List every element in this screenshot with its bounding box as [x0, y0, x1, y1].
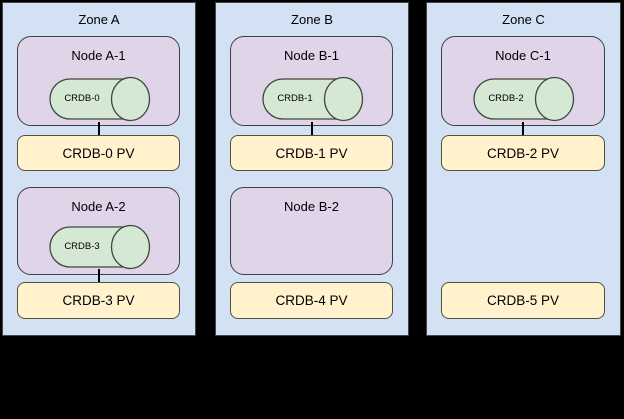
connector-line: [311, 122, 313, 136]
db-label: CRDB-2: [488, 93, 524, 104]
database-cylinder-icon: CRDB-2: [470, 76, 576, 122]
cylinder-shape: [473, 76, 575, 122]
zone-b: Zone B Node B-1 CRDB-1 CRDB-1 PV Node B-…: [215, 2, 409, 336]
connector-line: [522, 122, 524, 136]
node-label: Node A-2: [71, 199, 126, 214]
pv-crdb-4: CRDB-4 PV: [230, 282, 393, 319]
connector-line: [98, 269, 100, 283]
zone-title: Zone A: [78, 12, 120, 27]
pv-crdb-0: CRDB-0 PV: [17, 135, 180, 171]
connector-line: [98, 122, 100, 136]
node-label: Node B-2: [284, 199, 339, 214]
db-label: CRDB-3: [64, 241, 100, 252]
pv-crdb-5: CRDB-5 PV: [441, 282, 605, 319]
pv-label: CRDB-4 PV: [275, 293, 348, 308]
pv-crdb-3: CRDB-3 PV: [17, 282, 180, 319]
pv-label: CRDB-5 PV: [486, 293, 559, 308]
zone-a: Zone A Node A-1 CRDB-0 CRDB-0 PV Node A-…: [2, 2, 196, 336]
zone-title: Zone C: [502, 12, 545, 27]
database-cylinder-icon: CRDB-1: [259, 76, 365, 122]
node-label: Node A-1: [71, 48, 126, 63]
zone-title: Zone B: [291, 12, 333, 27]
pv-crdb-2: CRDB-2 PV: [441, 135, 605, 171]
database-cylinder-icon: CRDB-0: [46, 76, 152, 122]
zone-c: Zone C Node C-1 CRDB-2 CRDB-2 PV CRDB-5 …: [426, 2, 621, 336]
cylinder-shape: [49, 76, 151, 122]
node-label: Node C-1: [495, 48, 551, 63]
database-cylinder-icon: CRDB-3: [46, 224, 152, 270]
pv-label: CRDB-0 PV: [62, 145, 135, 161]
node-b-2: Node B-2: [230, 187, 393, 275]
pv-label: CRDB-1 PV: [275, 145, 348, 161]
db-label: CRDB-1: [277, 93, 313, 104]
cylinder-shape: [262, 76, 364, 122]
cylinder-shape: [49, 224, 151, 270]
db-label: CRDB-0: [64, 93, 100, 104]
pv-label: CRDB-2 PV: [486, 145, 559, 161]
node-label: Node B-1: [284, 48, 339, 63]
pv-label: CRDB-3 PV: [62, 293, 135, 308]
pv-crdb-1: CRDB-1 PV: [230, 135, 393, 171]
